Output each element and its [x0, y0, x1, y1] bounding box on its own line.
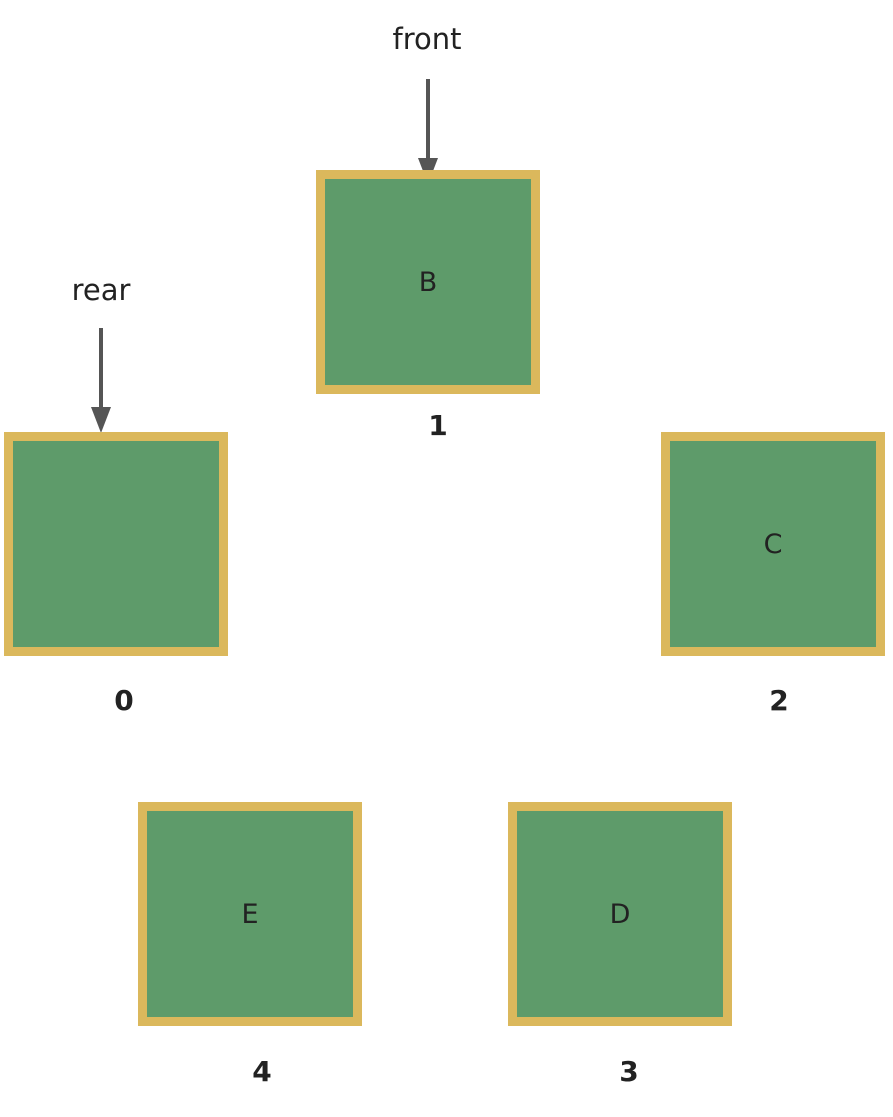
queue-cell-0: [4, 432, 228, 656]
queue-cell-4: E: [138, 802, 362, 1026]
queue-cell-1: B: [316, 170, 540, 394]
cell-index-0: 0: [114, 684, 134, 717]
cell-index-3: 3: [619, 1055, 639, 1088]
queue-cell-2: C: [661, 432, 885, 656]
cell-index-4: 4: [252, 1055, 272, 1088]
queue-cell-3: D: [508, 802, 732, 1026]
front-pointer-arrow: [418, 79, 438, 184]
rear-pointer-arrow: [91, 328, 111, 433]
rear-pointer-label: rear: [71, 273, 131, 307]
front-pointer-label: front: [392, 22, 462, 56]
cell-index-2: 2: [769, 684, 789, 717]
cell-index-1: 1: [428, 409, 448, 442]
